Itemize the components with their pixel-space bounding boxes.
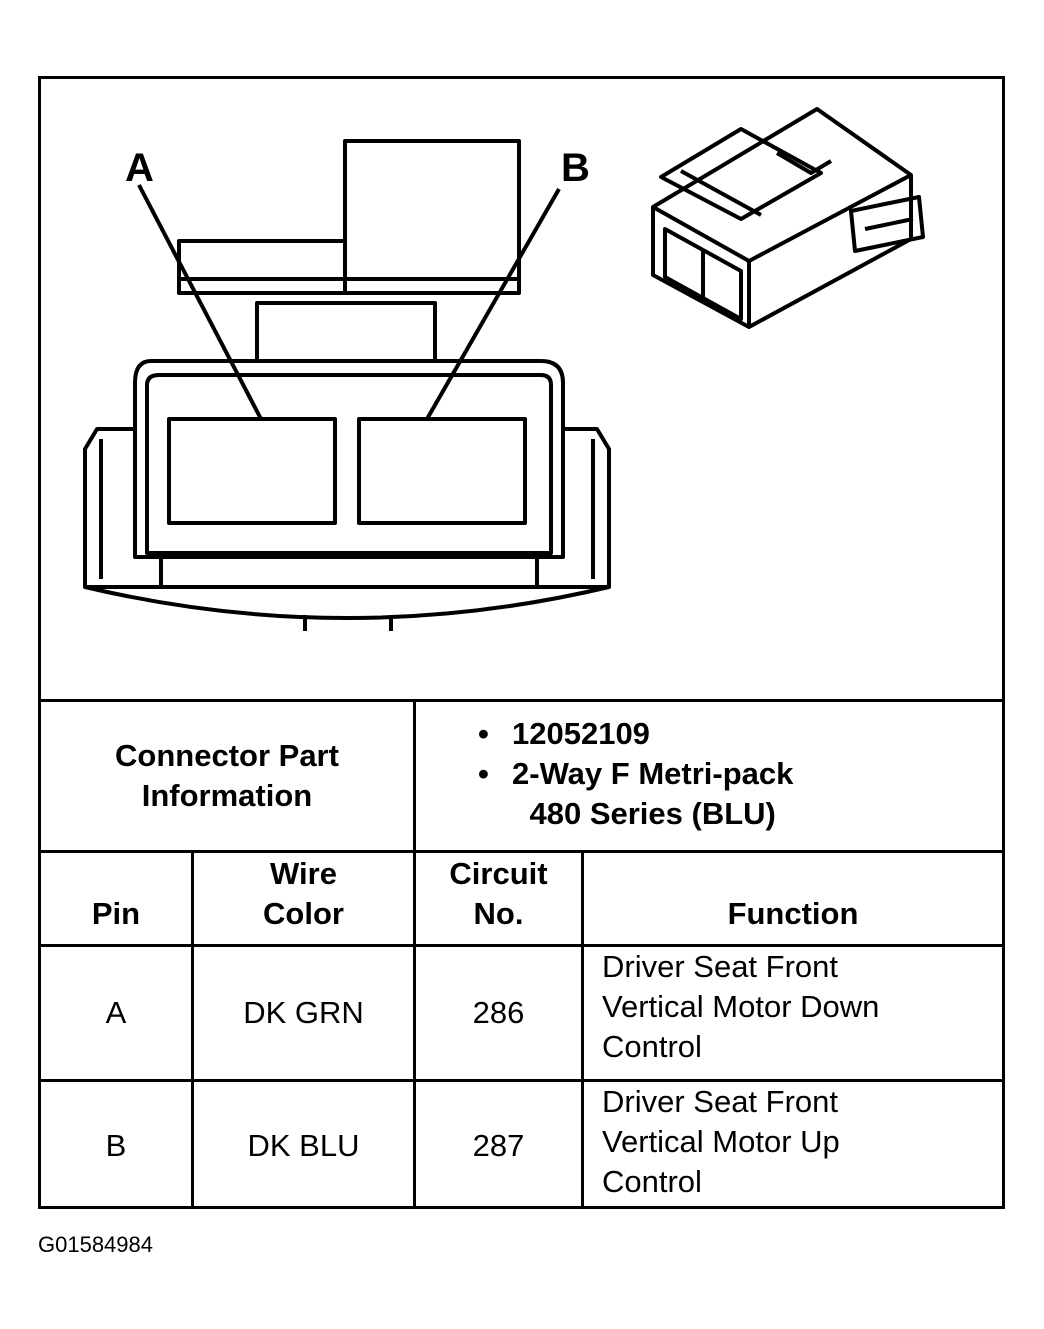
- table-divider: [413, 850, 416, 1209]
- figure-code: G01584984: [38, 1232, 153, 1257]
- part-number: 12052109: [512, 716, 650, 751]
- table-divider: [41, 699, 1002, 702]
- table-divider: [191, 850, 194, 1209]
- function-line: Driver Seat Front: [602, 1084, 839, 1119]
- connector-description: 2-Way F Metri-pack: [512, 756, 794, 791]
- pin-label-b: B: [561, 146, 590, 190]
- connector-part-info-list: 12052109 2-Way F Metri-pack 480 Series (…: [416, 702, 1002, 850]
- table-row-a-wire-color: DK GRN: [243, 995, 364, 1030]
- function-line: Vertical Motor Up: [602, 1124, 840, 1159]
- connector-part-label: Connector Part Information: [41, 702, 413, 850]
- table-divider: [41, 1079, 1002, 1082]
- connector-face-drawing: A B: [83, 107, 925, 631]
- pin-label-a: A: [125, 146, 154, 190]
- header-text: Pin: [91, 896, 141, 931]
- function-line: Control: [602, 1029, 702, 1064]
- list-item: 2-Way F Metri-pack 480 Series (BLU): [478, 754, 793, 834]
- table-row-b-circuit: 287: [472, 1127, 525, 1163]
- function-line: Vertical Motor Down: [602, 989, 880, 1024]
- header-text: Function: [727, 896, 859, 931]
- header-circuit: Circuit No.: [416, 853, 581, 944]
- header-pin: Pin: [41, 853, 191, 944]
- connector-part-label-line: Information: [141, 778, 313, 813]
- table-row-a-function: Driver Seat Front Vertical Motor Down Co…: [584, 947, 1002, 1079]
- table-divider: [413, 699, 416, 851]
- table-divider: [41, 850, 1002, 853]
- table-row-b-function: Driver Seat Front Vertical Motor Up Cont…: [584, 1082, 1002, 1209]
- table-row-a-circuit: 286: [472, 995, 525, 1030]
- table-divider: [41, 944, 1002, 947]
- function-line: Driver Seat Front: [602, 949, 839, 984]
- header-text: No.: [473, 896, 524, 931]
- connector-diagram-frame: A B Connector Part Information 12052109 …: [38, 76, 1005, 1209]
- header-text: Color: [263, 896, 344, 931]
- list-item: 12052109: [478, 714, 650, 754]
- table-row-b-pin: B: [105, 1127, 127, 1163]
- header-function: Function: [584, 853, 1002, 944]
- header-wire-color: Wire Color: [194, 853, 413, 944]
- function-line: Control: [602, 1164, 702, 1199]
- header-text: Wire: [270, 856, 337, 891]
- table-divider: [581, 850, 584, 1209]
- connector-part-label-line: Connector Part: [115, 738, 339, 773]
- table-row-a-pin: A: [105, 995, 127, 1030]
- table-row-b-wire-color: DK BLU: [247, 1127, 360, 1163]
- header-text: Circuit: [449, 856, 548, 891]
- connector-description: 480 Series (BLU): [529, 796, 776, 831]
